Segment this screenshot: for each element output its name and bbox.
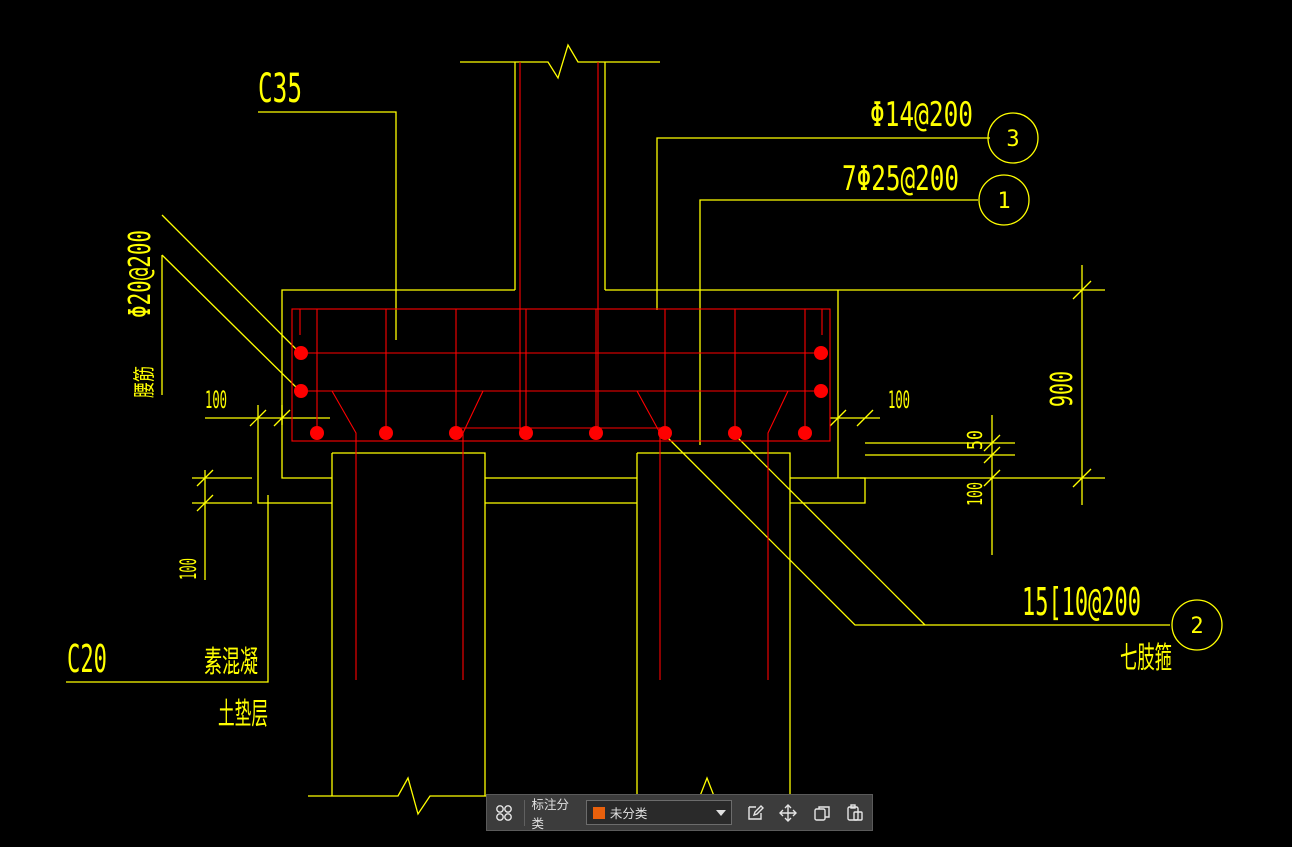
rebar-dot [814,384,828,398]
rebar-dot [814,346,828,360]
structure-outline [66,43,1223,816]
dim-right-cover: 100 [888,386,910,414]
rebar-2-spec: 15[10@200 [1022,580,1141,624]
dim-right-100: 100 [963,482,987,506]
dim-height: 900 [1045,371,1080,407]
chevron-down-icon [715,810,726,816]
move-icon[interactable] [771,795,805,830]
category-label: 标注分类 [531,796,570,831]
cushion-name-line2: 土垫层 [218,697,268,732]
annotations: C35 C20 素混凝 土垫层 Φ14@200 7Φ25@200 15[10@2… [67,66,1204,732]
rebar-dot [449,426,463,440]
paste-icon[interactable] [838,795,872,830]
rebar-2-note: 七肢箍 [1120,641,1172,676]
dim-right-50: 50 [963,430,987,450]
toolbar-divider [523,799,525,826]
cushion-name-line1: 素混凝 [204,645,258,680]
rebar-dot [658,426,672,440]
category-select[interactable]: 未分类 [585,800,732,825]
dim-cushion-left: 100 [177,558,202,580]
rebar-dot [798,426,812,440]
rebar-1-spec: 7Φ25@200 [842,159,959,199]
rebar-dot [294,346,308,360]
rebar-dot [310,426,324,440]
rebar-dots [294,346,828,440]
category-selected-value: 未分类 [609,806,648,821]
rebar-side-spec: Φ20@200 [123,230,158,318]
rebar-2-tag-circle [1171,599,1223,651]
concrete-grade-label: C35 [258,66,302,112]
rebar-dot [294,384,308,398]
rebar-dot [519,426,533,440]
grid-icon[interactable] [487,795,521,830]
rebar-dot [728,426,742,440]
dim-left-cover: 100 [205,386,227,414]
annotation-toolbar: 标注分类 未分类 [486,794,873,831]
category-color-swatch [592,806,605,819]
edit-icon[interactable] [738,795,772,830]
rebar-dot [379,426,393,440]
rebar-dot [589,426,603,440]
rebar-3-spec: Φ14@200 [870,95,973,135]
rebar-3-tag-circle [987,112,1039,164]
cushion-grade-label: C20 [67,637,107,681]
reinforcement [291,62,831,680]
rebar-1-tag: 1 [997,189,1010,214]
rebar-3-tag: 3 [1006,127,1019,152]
rebar-1-tag-circle [978,174,1030,226]
copy-icon[interactable] [805,795,839,830]
rebar-side-note: 腰筋 [133,366,158,398]
rebar-2-tag: 2 [1190,614,1203,639]
